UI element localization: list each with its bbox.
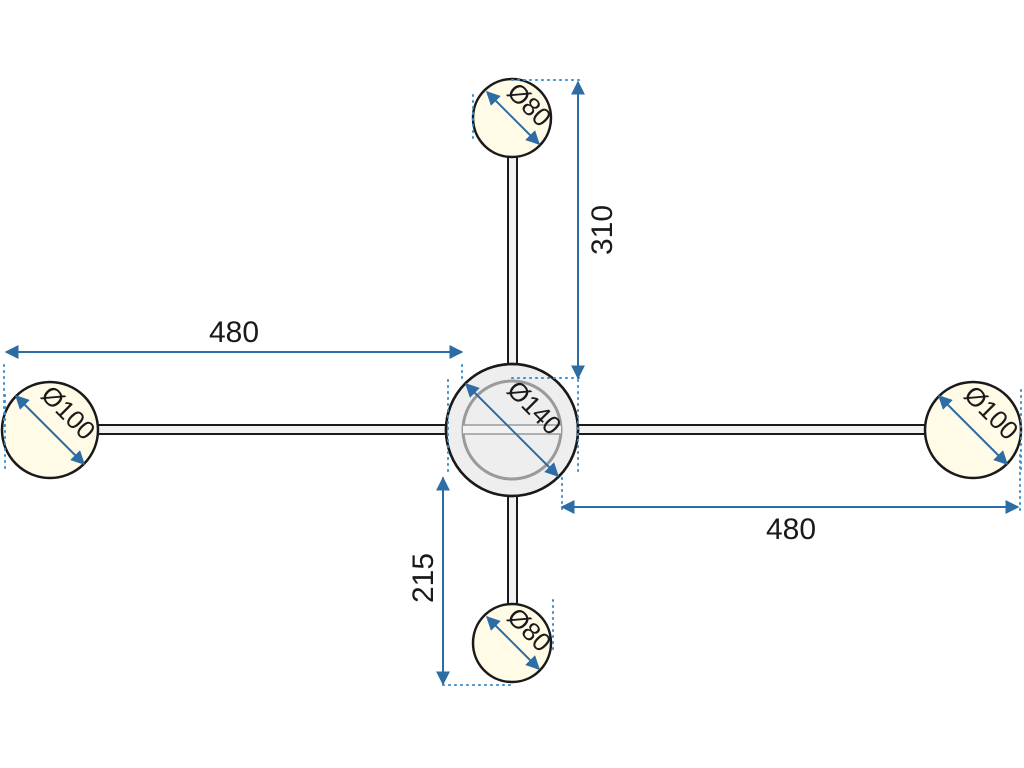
dimension-top-arm-label: 310	[586, 205, 619, 255]
dimension-right-arm: 480	[560, 500, 1020, 546]
dimension-right-arm-label: 480	[766, 513, 816, 546]
dimension-top-arm: 310	[571, 80, 619, 380]
dotted-guides	[3, 79, 1022, 686]
dimension-bottom-arm: 215	[407, 476, 450, 686]
dimension-bottom-arm-label: 215	[407, 553, 440, 603]
dimension-left-arm-label: 480	[209, 316, 259, 349]
dimension-left-arm: 480	[4, 316, 464, 359]
